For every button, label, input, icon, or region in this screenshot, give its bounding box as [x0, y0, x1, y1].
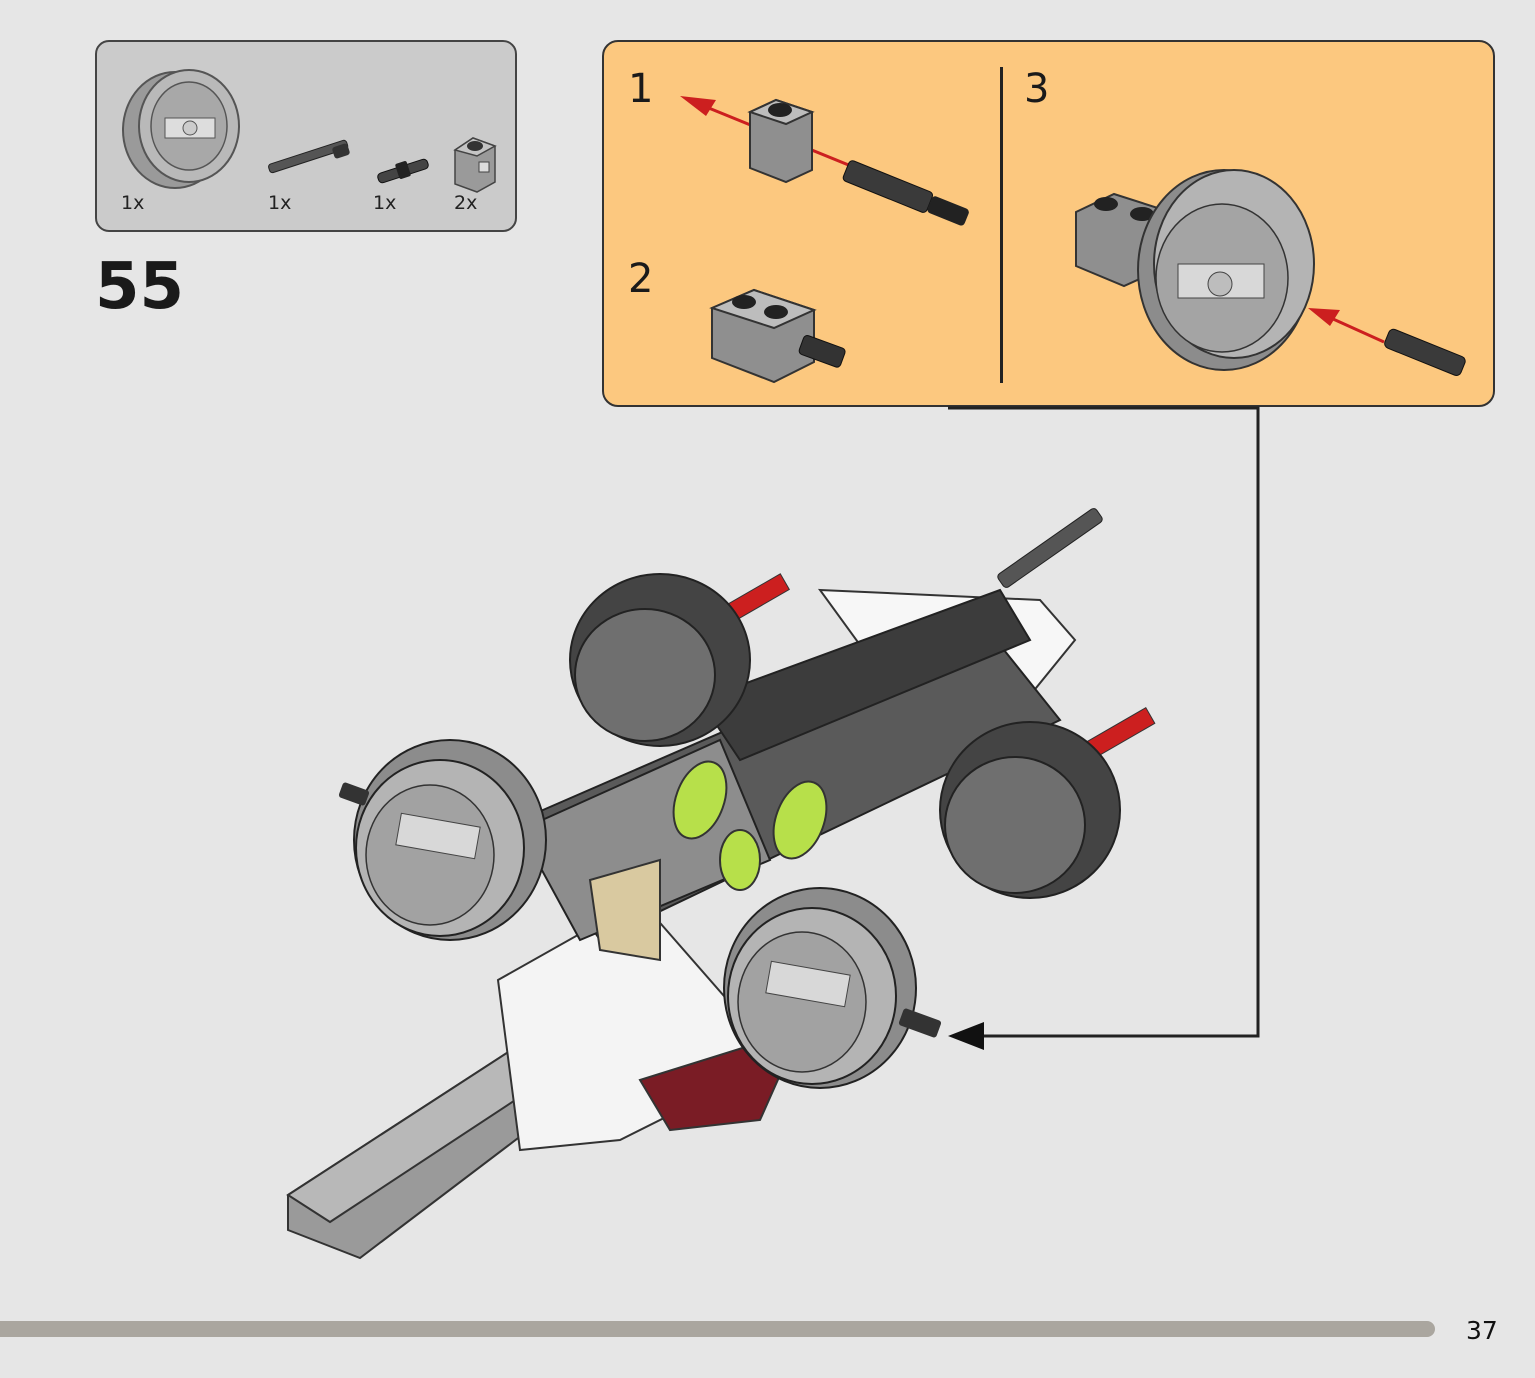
- parts-illustration: [122, 69, 497, 193]
- arrow-black-icon: [948, 1022, 984, 1050]
- model-wheel-front-right: [723, 887, 942, 1089]
- parts-list: 1x 1x 1x 2x: [95, 40, 517, 232]
- substep-divider: [1000, 67, 1003, 383]
- qty-wheel-rim: 1x: [121, 192, 145, 214]
- wheel-rim-icon: [122, 69, 240, 189]
- page-progress-bar: [0, 1321, 1435, 1337]
- step-number: 55: [95, 250, 185, 324]
- arrow-red-icon: [680, 96, 716, 116]
- qty-pin-short: 1x: [373, 192, 397, 214]
- substep-number-2: 2: [628, 256, 654, 302]
- model-wheel-front-left: [338, 739, 547, 941]
- substep-2-assembly: [709, 288, 846, 384]
- model-wheel-back-right: [939, 721, 1121, 899]
- substep-illustration: [680, 96, 1466, 384]
- callout-connector: [948, 406, 1260, 1050]
- substep-callout: 1 2 3: [602, 40, 1495, 407]
- substep-1-assembly: [680, 96, 969, 226]
- pin-short-icon: [377, 158, 429, 184]
- qty-brick-technic-cross: 2x: [454, 192, 478, 214]
- model-top-axle: [997, 508, 1103, 588]
- axle-long-icon: [268, 139, 350, 174]
- substep-3-assembly: [1075, 169, 1466, 376]
- model-wheel-back-left: [569, 573, 751, 747]
- page-number: 37: [1466, 1316, 1498, 1345]
- model-chassis: [518, 588, 1062, 962]
- substep-number-1: 1: [628, 66, 654, 112]
- substep-number-3: 3: [1024, 66, 1050, 112]
- brick-technic-cross-icon: [453, 137, 497, 193]
- qty-axle-long: 1x: [268, 192, 292, 214]
- main-model-illustration: [286, 406, 1260, 1260]
- arrow-red-icon: [1308, 308, 1340, 326]
